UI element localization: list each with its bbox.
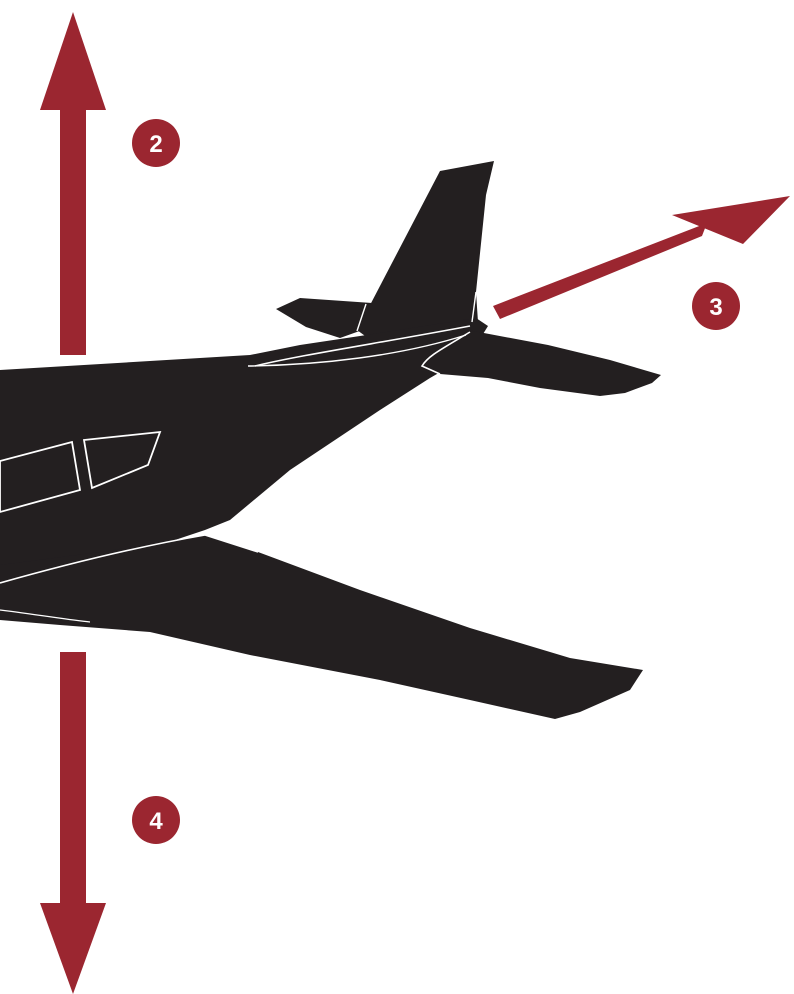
thrust-label: 3 — [709, 294, 722, 321]
airplane-silhouette-icon — [0, 161, 661, 719]
arrow-up-icon — [40, 12, 106, 355]
lift-badge: 2 — [132, 119, 180, 167]
thrust-badge: 3 — [692, 282, 740, 330]
weight-label: 4 — [149, 808, 163, 835]
lift-label: 2 — [149, 131, 162, 158]
arrow-up-right-icon — [493, 196, 790, 319]
weight-badge: 4 — [132, 796, 180, 844]
arrow-down-icon — [40, 652, 106, 994]
